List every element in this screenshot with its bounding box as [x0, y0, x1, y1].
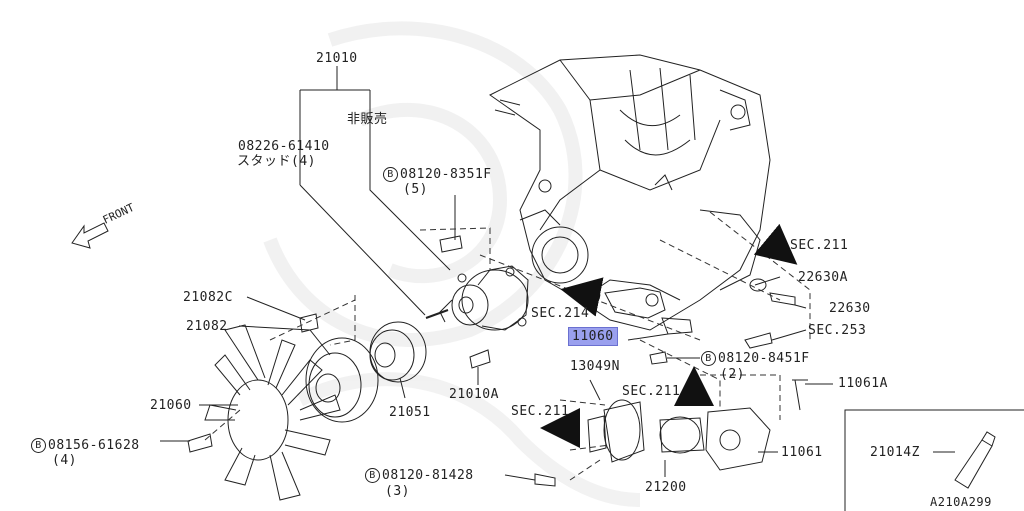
label-11061: 11061	[781, 445, 823, 460]
label-21200: 21200	[645, 480, 687, 495]
label-bolt-mid-qty: (2)	[720, 367, 745, 382]
label-sec211-low: SEC.211	[511, 404, 570, 419]
label-not-for-sale: 非販売	[347, 112, 388, 127]
bolt-circle-icon: B	[365, 468, 380, 483]
label-21060: 21060	[150, 398, 192, 413]
label-stud-qty: スタッド(4)	[237, 154, 316, 169]
inset-frame	[844, 409, 1024, 511]
label-21082C: 21082C	[183, 290, 233, 305]
front-arrow: FRONT	[71, 201, 137, 249]
direction-arrows	[540, 223, 798, 448]
sealant-tube	[954, 431, 996, 489]
engine-block	[489, 54, 771, 331]
label-sec253: SEC.253	[808, 323, 867, 338]
label-21082: 21082	[186, 319, 228, 334]
label-sec211-mid: SEC.211	[622, 384, 681, 399]
label-21010A: 21010A	[449, 387, 499, 402]
label-bolt-low-qty: (3)	[385, 484, 410, 499]
front-label: FRONT	[101, 201, 137, 227]
label-21014Z: 21014Z	[870, 445, 920, 460]
bolt-circle-icon: B	[31, 438, 46, 453]
watermark	[263, 21, 641, 507]
label-11061A: 11061A	[838, 376, 888, 391]
label-bolt-fan-qty: (4)	[52, 453, 77, 468]
label-22630A: 22630A	[798, 270, 848, 285]
label-sec211-top: SEC.211	[790, 238, 849, 253]
water-pump	[425, 265, 529, 331]
label-08226-61410: 08226-61410	[238, 139, 330, 154]
label-bolt-upper-qty: (5)	[403, 182, 428, 197]
dashed-lines	[204, 211, 811, 481]
bolt-circle-icon: B	[383, 167, 398, 182]
label-sec214: SEC.214	[531, 306, 590, 321]
bolt-circle-icon: B	[701, 351, 716, 366]
label-13049N: 13049N	[570, 359, 620, 374]
label-22630: 22630	[829, 301, 871, 316]
label-11060-highlighted[interactable]: 11060	[568, 327, 618, 346]
diagram-code: A210A299	[930, 495, 992, 509]
label-21010: 21010	[316, 51, 358, 66]
thermostat-parts	[187, 235, 808, 487]
leader-lines	[160, 66, 955, 481]
fan-pulley-group	[204, 321, 427, 501]
label-21051: 21051	[389, 405, 431, 420]
